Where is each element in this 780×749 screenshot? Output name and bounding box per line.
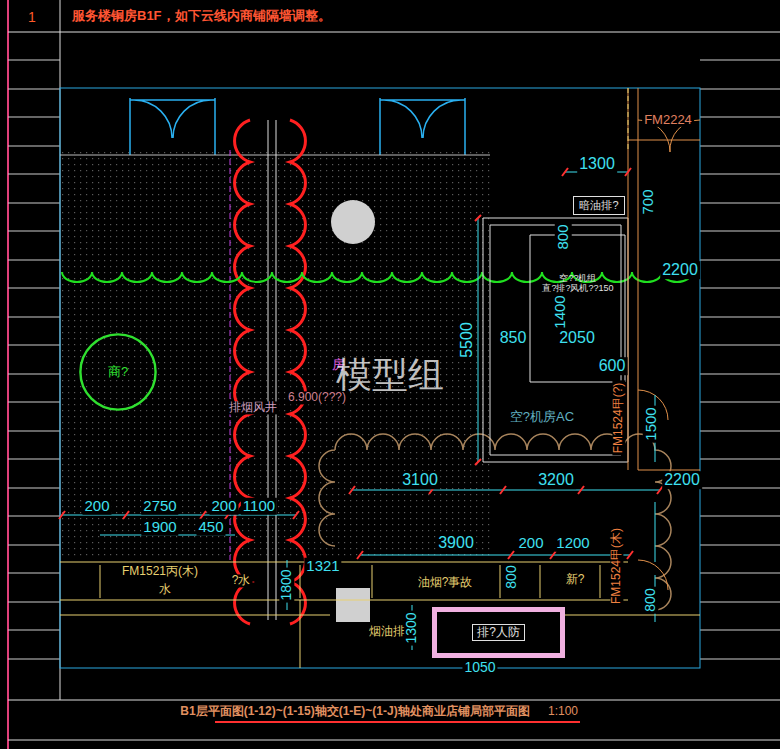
plan-label: 1300 bbox=[404, 610, 419, 645]
plan-label: ?水 bbox=[230, 574, 253, 587]
frame-line bbox=[8, 740, 780, 741]
door-swings bbox=[638, 120, 700, 590]
sheet-note: 服务楼铜房B1F，如下云线内商铺隔墙调整。 bbox=[70, 9, 333, 23]
plan-label: 油烟?事故 bbox=[416, 576, 475, 589]
plan-label: 1300 bbox=[577, 155, 617, 173]
axis-line bbox=[628, 88, 629, 150]
plan-label: 450 bbox=[196, 519, 225, 536]
dimension-lines bbox=[62, 172, 660, 650]
room-cloud: 商? bbox=[78, 332, 158, 412]
plan-label: 2050 bbox=[557, 329, 597, 347]
boundary-cloud bbox=[62, 272, 692, 282]
node-text: 空??机组 bbox=[559, 273, 596, 283]
node-text: 直?排?风机??150 bbox=[542, 283, 613, 293]
dimension-ticks bbox=[59, 168, 663, 559]
plan-label: 1 bbox=[26, 10, 38, 25]
revision-cloud bbox=[235, 120, 306, 624]
shop-row bbox=[60, 562, 628, 600]
plan-label: 1800 bbox=[279, 567, 294, 602]
plan-label: 3200 bbox=[536, 471, 576, 489]
plan-label: 800 bbox=[504, 563, 519, 590]
watermark: 模型组 bbox=[334, 355, 446, 395]
equipment-box: 空??机组直?排?风机??150 bbox=[534, 264, 622, 302]
column bbox=[336, 588, 370, 622]
plan-label: 5500 bbox=[458, 320, 476, 360]
plan-label: 1500 bbox=[643, 405, 660, 442]
cloud-outline bbox=[80, 334, 155, 409]
plan-label: 1100 bbox=[241, 498, 277, 515]
equipment-box: 排?人防 bbox=[432, 607, 565, 658]
plan-label: 1900 bbox=[141, 519, 178, 536]
drawing-caption: B1层平面图(1-12)~(1-15)轴交(1-E)~(1-J)轴处商业店铺局部… bbox=[178, 705, 531, 718]
plan-label: 600 bbox=[597, 357, 628, 375]
column bbox=[331, 200, 375, 244]
wall bbox=[268, 120, 276, 620]
plan-label: 200 bbox=[209, 498, 238, 515]
plan-label: 1050 bbox=[462, 660, 497, 675]
plan-label: 2750 bbox=[141, 498, 178, 515]
plan-label: 200 bbox=[516, 535, 545, 552]
caption-underline bbox=[215, 721, 580, 723]
node-text: 暗油排? bbox=[579, 199, 618, 212]
frame-line bbox=[8, 32, 780, 33]
wall bbox=[628, 88, 700, 470]
plan-label: 3100 bbox=[400, 471, 440, 489]
wall bbox=[60, 600, 700, 668]
plan-label: FM1521丙(木) bbox=[120, 565, 200, 578]
plan-label: 2200 bbox=[660, 261, 700, 279]
table-rows bbox=[8, 60, 780, 659]
plan-label: 850 bbox=[498, 329, 529, 347]
plan-label: 2200 bbox=[662, 471, 702, 489]
plan-label: 排烟风井 bbox=[227, 401, 279, 414]
room-walls bbox=[483, 218, 628, 462]
wall bbox=[60, 155, 490, 156]
plan-label: 空?机房AC bbox=[508, 410, 576, 424]
plan-label: FM1524甲(木) bbox=[610, 526, 623, 606]
plan-label: 水 bbox=[157, 583, 173, 596]
plan-label: 800 bbox=[555, 222, 572, 251]
node-text: 排?人防 bbox=[472, 624, 525, 642]
plan-label: 1321 bbox=[304, 558, 341, 575]
plan-label: FM1524甲(?) bbox=[612, 381, 625, 456]
plan-label: 700 bbox=[640, 187, 657, 216]
frame-line bbox=[8, 700, 780, 701]
plan-label: FM2224 bbox=[642, 113, 694, 127]
plan-label: 新? bbox=[564, 573, 587, 586]
plan-label: 1:100 bbox=[546, 705, 580, 718]
plan-label: 1200 bbox=[554, 535, 591, 552]
plan-label: 200 bbox=[82, 498, 111, 515]
plan-label: 800 bbox=[643, 586, 658, 613]
node-text: 商? bbox=[108, 365, 128, 380]
equipment-box: 暗油排? bbox=[573, 196, 625, 215]
plan-label: 1400 bbox=[552, 293, 569, 330]
plan-label: 3900 bbox=[436, 534, 476, 552]
drawing-border bbox=[60, 88, 700, 668]
door-swings bbox=[130, 98, 465, 155]
